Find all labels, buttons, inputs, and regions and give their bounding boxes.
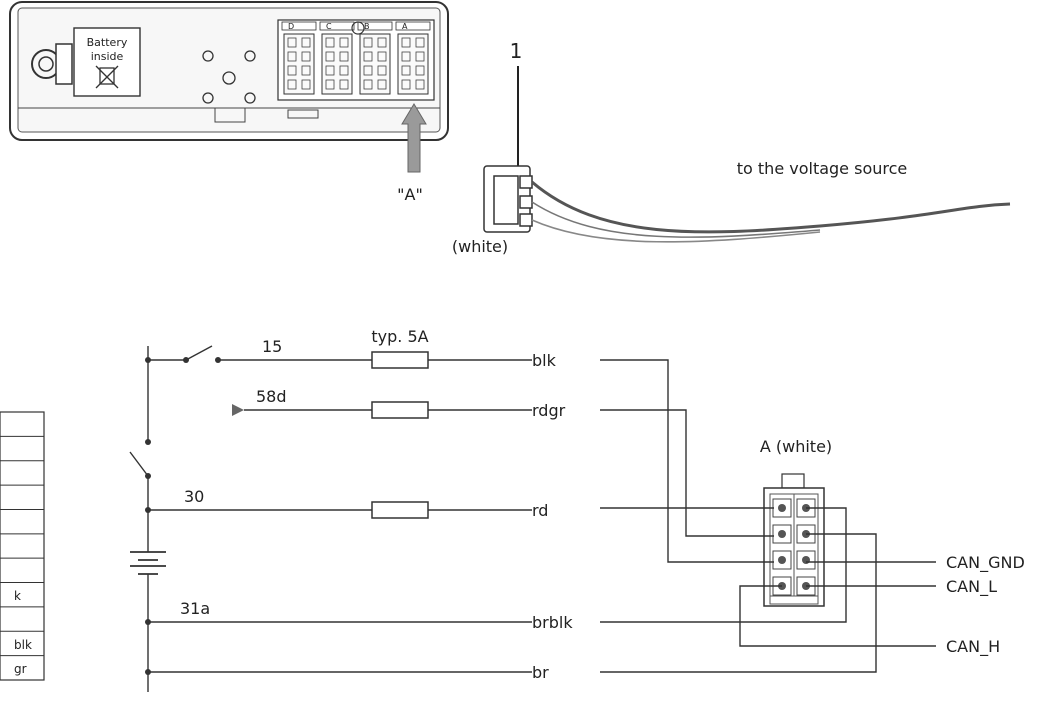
slot-a: A (395, 21, 431, 95)
terminal-label: 30 (184, 487, 204, 506)
fuse-icon (371, 401, 429, 419)
pin (778, 530, 786, 538)
white-connector-icon (483, 165, 533, 233)
harness-wire (600, 507, 847, 623)
terminal-label: 58d (256, 387, 287, 406)
harness-wire (600, 533, 877, 673)
schematic: 15 typ. 5A blk 58d rdgr 30 rd 31a brblk br A (whi… (129, 327, 1025, 692)
connector-color-label: (white) (452, 237, 508, 256)
slot-d: D (281, 21, 317, 95)
crossed-bin-icon (95, 65, 119, 89)
bus-signal-label: CAN_GND (946, 553, 1025, 573)
color-code-label: blk (532, 351, 557, 370)
wire-15: 15 typ. 5A blk (218, 327, 557, 370)
pin-cell (772, 550, 792, 570)
table-cell: blk (14, 638, 32, 652)
battery-label-line1: Battery (87, 36, 128, 49)
terminal-label: 31a (180, 599, 210, 618)
pin (778, 556, 786, 564)
battery-label: Battery inside (73, 27, 141, 97)
fuse-icon (371, 501, 429, 519)
bus-signal-label: CAN_L (946, 577, 997, 597)
battery-symbol (130, 551, 166, 575)
side-table: k blk gr (0, 411, 45, 681)
cable-assembly: 1 (white) to the voltage source (452, 39, 1011, 256)
bus-line-can-gnd: CAN_GND (806, 553, 1025, 573)
terminal-label: 15 (262, 337, 282, 356)
slot-label: D (288, 22, 294, 31)
fuse-icon (371, 351, 429, 369)
screw-holes (202, 50, 256, 104)
pin-cell (772, 524, 792, 544)
slot-label: B (364, 22, 370, 31)
slot-label: A (402, 22, 408, 31)
arrow-label: "A" (397, 185, 423, 204)
color-code-label: rdgr (532, 401, 566, 420)
connector-title: A (white) (760, 437, 832, 456)
harness-wire (600, 359, 774, 563)
slot-label: C (326, 22, 332, 31)
wire-30: 30 rd (148, 487, 548, 520)
device-unit: Battery inside D C B A (9, 1, 449, 141)
bus-signal-label: CAN_H (946, 637, 1000, 657)
color-code-label: rd (532, 501, 548, 520)
table-cell: gr (14, 662, 27, 676)
table-cell: k (14, 589, 21, 603)
pin (802, 556, 810, 564)
pin-cell (796, 550, 816, 570)
view-arrow: "A" (397, 103, 427, 204)
fuse-label: typ. 5A (371, 327, 428, 346)
slot-c: C (319, 21, 355, 95)
color-code-label: brblk (532, 613, 573, 632)
bus-line-can-h: CAN_H (739, 585, 1000, 657)
wire-31a: 31a brblk (148, 599, 573, 632)
mounting-bracket-icon (31, 43, 73, 85)
callout-number: 1 (510, 39, 523, 63)
wire-br: br (148, 663, 549, 682)
bus-line-can-l: CAN_L (806, 577, 997, 597)
harness-wire (600, 409, 774, 537)
wire-58d: 58d rdgr (244, 387, 566, 420)
color-code-label: br (532, 663, 549, 682)
slot-b: B (357, 21, 393, 95)
battery-label-line2: inside (91, 50, 124, 63)
pin (778, 504, 786, 512)
cable-label: to the voltage source (737, 159, 908, 178)
